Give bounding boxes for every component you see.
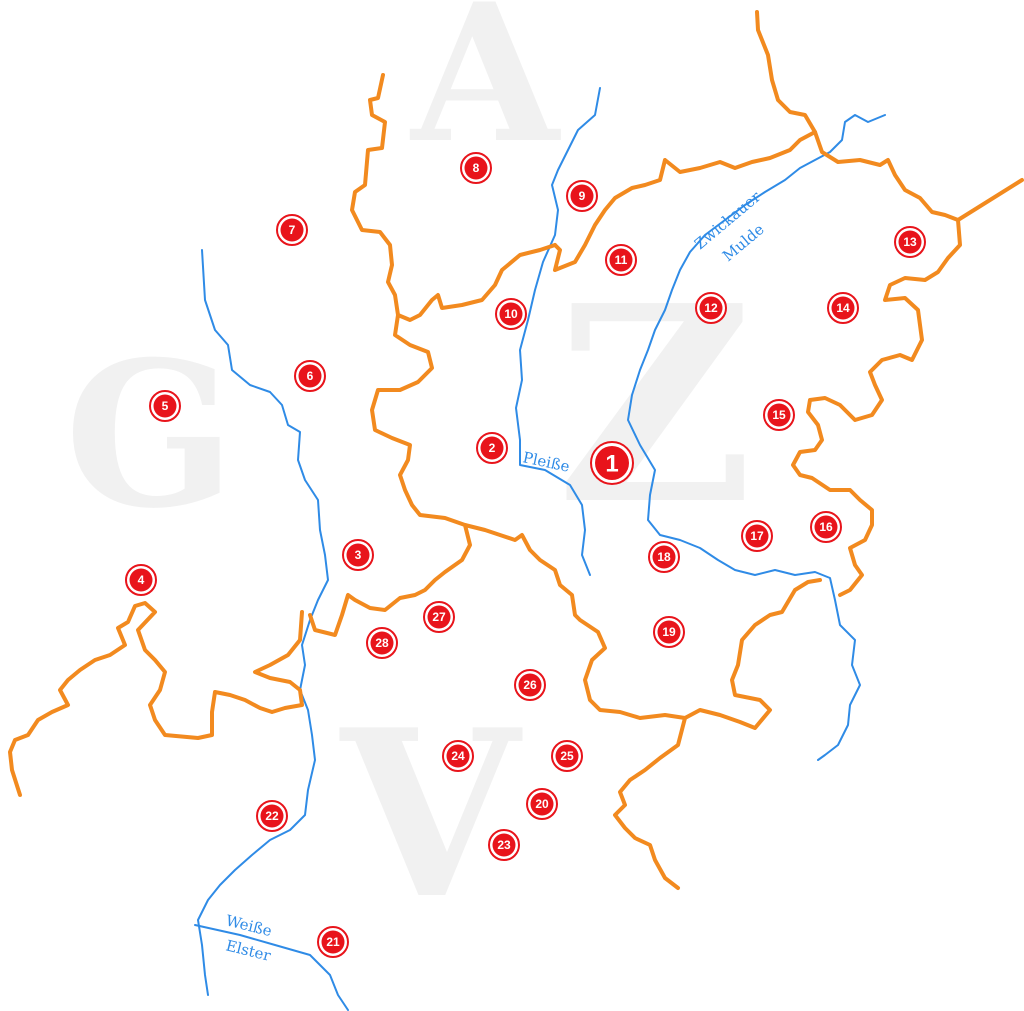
border-central-west <box>308 523 472 637</box>
marker-14-label: 14 <box>836 301 850 315</box>
marker-5-label: 5 <box>162 399 169 413</box>
river-label-weisse: Weiße <box>224 911 274 940</box>
river-weisse-elster-branch <box>194 924 349 1011</box>
marker-28[interactable]: 28 <box>366 627 398 659</box>
marker-17[interactable]: 17 <box>741 520 773 552</box>
marker-2-label: 2 <box>489 441 496 455</box>
marker-24-label: 24 <box>451 749 465 763</box>
marker-23-label: 23 <box>497 838 511 852</box>
marker-7-label: 7 <box>289 223 296 237</box>
marker-27[interactable]: 27 <box>423 601 455 633</box>
marker-22-label: 22 <box>265 809 279 823</box>
marker-13[interactable]: 13 <box>894 226 926 258</box>
border-east-spur <box>956 178 1024 222</box>
marker-16-label: 16 <box>819 520 833 534</box>
marker-3-label: 3 <box>355 548 362 562</box>
marker-18-label: 18 <box>657 550 671 564</box>
border-south <box>613 716 687 890</box>
marker-25[interactable]: 25 <box>551 740 583 772</box>
marker-28-label: 28 <box>375 636 389 650</box>
marker-20[interactable]: 20 <box>526 788 558 820</box>
marker-11-label: 11 <box>615 253 628 267</box>
marker-12-label: 12 <box>704 301 718 315</box>
watermark-letter-z: Z <box>556 246 753 564</box>
marker-25-label: 25 <box>560 749 574 763</box>
watermark-letter-g: G <box>65 318 236 553</box>
marker-8[interactable]: 8 <box>460 152 492 184</box>
marker-3[interactable]: 3 <box>342 539 374 571</box>
marker-19[interactable]: 19 <box>653 616 685 648</box>
marker-14[interactable]: 14 <box>827 292 859 324</box>
border-west-north <box>350 73 557 322</box>
marker-27-label: 27 <box>432 610 446 624</box>
marker-23[interactable]: 23 <box>488 829 520 861</box>
marker-21-label: 21 <box>326 935 340 949</box>
marker-17-label: 17 <box>750 529 764 543</box>
marker-5[interactable]: 5 <box>149 390 181 422</box>
marker-21[interactable]: 21 <box>317 926 349 958</box>
marker-1-label: 1 <box>605 451 618 478</box>
border-southwest <box>8 601 304 797</box>
border-west-central <box>370 313 822 730</box>
river-pleisse <box>515 87 601 576</box>
marker-20-label: 20 <box>535 797 549 811</box>
marker-22[interactable]: 22 <box>256 800 288 832</box>
border-east-north <box>791 130 962 597</box>
watermark-letter-v: V <box>339 680 523 950</box>
marker-8-label: 8 <box>473 161 480 175</box>
marker-10-label: 10 <box>504 307 518 321</box>
river-zwickauer-mulde <box>627 114 886 761</box>
marker-9[interactable]: 9 <box>566 180 598 212</box>
marker-10[interactable]: 10 <box>495 298 527 330</box>
marker-11[interactable]: 11 <box>605 244 637 276</box>
marker-6[interactable]: 6 <box>294 360 326 392</box>
river-label-elster: Elster <box>224 936 273 965</box>
marker-9-label: 9 <box>579 189 586 203</box>
marker-26-label: 26 <box>523 678 537 692</box>
marker-12[interactable]: 12 <box>695 292 727 324</box>
marker-13-label: 13 <box>903 235 917 249</box>
marker-7[interactable]: 7 <box>276 214 308 246</box>
border-north-east <box>553 10 817 272</box>
watermark-letter-a: A <box>409 0 561 185</box>
marker-6-label: 6 <box>307 369 314 383</box>
marker-15[interactable]: 15 <box>763 399 795 431</box>
marker-26[interactable]: 26 <box>514 669 546 701</box>
marker-1[interactable]: 1 <box>590 441 634 485</box>
marker-2[interactable]: 2 <box>476 432 508 464</box>
marker-16[interactable]: 16 <box>810 511 842 543</box>
marker-15-label: 15 <box>772 408 786 422</box>
marker-4[interactable]: 4 <box>125 564 157 596</box>
marker-24[interactable]: 24 <box>442 740 474 772</box>
marker-19-label: 19 <box>662 625 676 639</box>
marker-18[interactable]: 18 <box>648 541 680 573</box>
marker-4-label: 4 <box>138 573 145 587</box>
river-weisse-elster <box>197 249 329 996</box>
